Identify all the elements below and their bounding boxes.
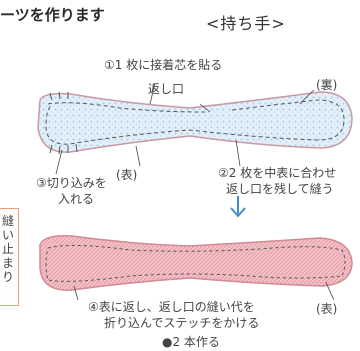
step1-label: ①1 枚に接着芯を貼る: [104, 58, 223, 72]
side-note-text: 縫 い 止 ま り: [0, 214, 16, 284]
side-note-char: り: [1, 270, 14, 284]
step3-line1: ③切り込みを: [36, 176, 107, 190]
section-title: <持ち手>: [206, 14, 286, 33]
front-side-label-2: (表): [316, 302, 338, 316]
side-note-char: い: [1, 228, 14, 242]
down-arrow-icon: [230, 196, 246, 218]
top-strap: [37, 82, 353, 175]
quantity-note: ●2 本作る: [162, 335, 220, 349]
side-note-char: ま: [1, 256, 14, 270]
side-note-char: 縫: [1, 214, 14, 228]
opening-label: 返し口: [148, 82, 185, 96]
step4-line1: ④表に返し、返し口の縫い代を: [88, 300, 255, 314]
step2-line2: 返し口を残して縫う: [226, 182, 334, 196]
step4-line2: 折り込んでステッチをかける: [104, 316, 260, 330]
side-note-box: [0, 208, 19, 306]
step3-line2: 入れる: [58, 192, 95, 206]
step2-line1: ②2 枚を中表に合わせ: [218, 166, 337, 180]
bottom-strap: [39, 234, 353, 301]
back-side-label: (裏): [316, 78, 338, 92]
front-side-label: (表): [116, 168, 138, 182]
page-heading: ーツを作ります: [0, 6, 105, 24]
side-note-char: 止: [1, 242, 14, 256]
